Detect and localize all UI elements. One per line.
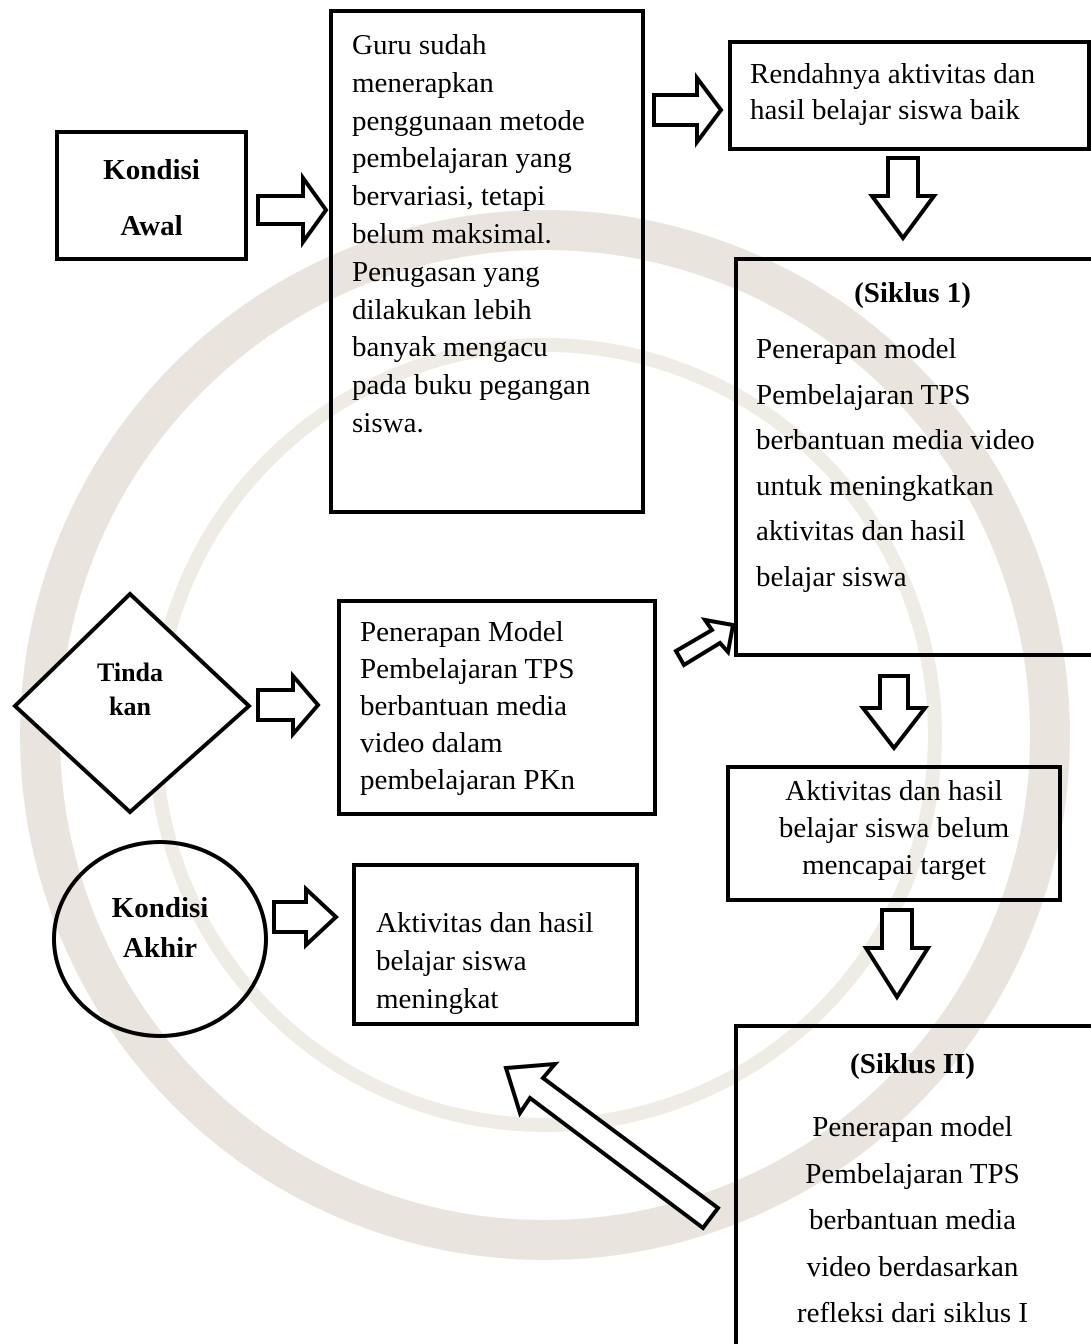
tindakan-text: Penerapan Model Pembelajaran TPS berbant… [360, 616, 576, 796]
siklus1-box [734, 257, 1091, 657]
kondisi-awal-box [55, 130, 248, 261]
kondisi-awal-label: Kondisi Awal [103, 154, 200, 242]
masalah-text: Rendahnya aktivitas dan hasil belajar si… [750, 58, 1036, 126]
hasil-siklus1-text: Aktivitas dan hasil belajar siswa belum … [778, 775, 1010, 881]
masalah-box [728, 40, 1091, 151]
kondisi-guru-box [329, 9, 645, 514]
arrow-right-guru [652, 72, 724, 148]
kondisi-guru-text: Guru sudah menerapkan penggunaan metode … [352, 29, 591, 439]
siklus1-title: (Siklus 1) [854, 277, 971, 309]
arrow-down-masalah [868, 156, 938, 242]
kondisi-akhir-box [352, 863, 639, 1026]
siklus2-box [734, 1024, 1091, 1344]
arrow-right-awal [256, 171, 329, 249]
arrow-right-akhir [272, 884, 339, 950]
arrow-right-tindakan [256, 670, 321, 740]
arrow-down-siklus1 [858, 674, 930, 752]
arrow-diag-siklus2 [503, 1061, 721, 1231]
kondisi-akhir-label: Kondisi Akhir [111, 892, 209, 964]
tindakan-label: Tinda kan [96, 658, 163, 721]
siklus2-title: (Siklus II) [850, 1048, 975, 1080]
siklus2-text: Penerapan model Pembelajaran TPS berbant… [796, 1111, 1029, 1329]
kondisi-akhir-text: Aktivitas dan hasil belajar siswa mening… [376, 907, 594, 1015]
tindakan-diamond [12, 591, 252, 815]
kondisi-akhir-circle [52, 840, 268, 1038]
arrow-down-hasil [862, 908, 932, 1001]
tindakan-box [337, 599, 657, 816]
siklus1-text: Penerapan model Pembelajaran TPS berbant… [756, 333, 1035, 593]
hasil-siklus1-box [726, 765, 1062, 902]
arrow-diag-tindakan [673, 617, 736, 668]
